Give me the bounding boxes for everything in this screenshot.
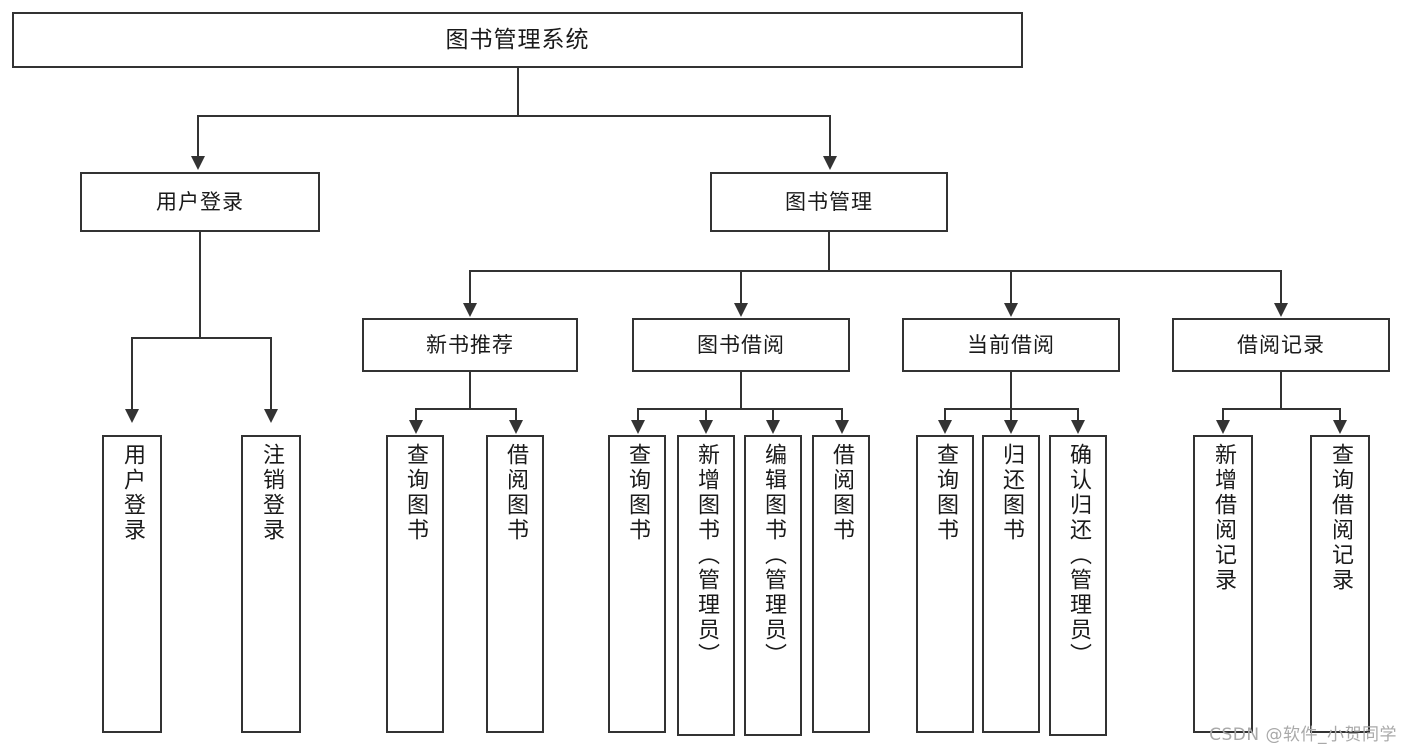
connector-userlogin-stem	[199, 232, 201, 337]
arrow-borrow-3	[835, 420, 849, 434]
arrow-level1-1	[823, 156, 837, 170]
arrow-level2-0	[463, 303, 477, 317]
leaf-label: 借阅图书	[828, 443, 854, 543]
leaf-label: 查询图书	[932, 443, 958, 543]
leaf-label: 查询借阅记录	[1327, 443, 1353, 593]
connector-current-drop-0	[944, 408, 946, 422]
leaf-label: 查询图书	[624, 443, 650, 543]
arrow-current-2	[1071, 420, 1085, 434]
leaf-current-return-book[interactable]: 归还图书	[982, 435, 1040, 733]
leaf-current-confirm-return-admin[interactable]: 确认归还（管理员）	[1049, 435, 1107, 736]
connector-level2-drop-0	[469, 270, 471, 304]
leaf-current-query-book[interactable]: 查询图书	[916, 435, 974, 733]
leaf-borrow-borrow-book[interactable]: 借阅图书	[812, 435, 870, 733]
node-root-system[interactable]: 图书管理系统	[12, 12, 1023, 68]
leaf-label: 借阅图书	[502, 443, 528, 543]
connector-bookmgmt-stem	[828, 232, 830, 270]
connector-recommend-bus	[415, 408, 516, 410]
arrow-record-0	[1216, 420, 1230, 434]
leaf-borrow-add-book-admin[interactable]: 新增图书（管理员）	[677, 435, 735, 736]
arrow-level2-2	[1004, 303, 1018, 317]
arrow-borrow-0	[631, 420, 645, 434]
node-book-management[interactable]: 图书管理	[710, 172, 948, 232]
connector-level1-drop-0	[197, 115, 199, 157]
arrow-current-0	[938, 420, 952, 434]
node-new-book-recommend[interactable]: 新书推荐	[362, 318, 578, 372]
leaf-user-login[interactable]: 用户登录	[102, 435, 162, 733]
connector-recommend-drop-0	[415, 408, 417, 422]
leaf-user-logout[interactable]: 注销登录	[241, 435, 301, 733]
leaf-label: 编辑图书（管理员）	[760, 443, 786, 668]
node-label: 用户登录	[156, 189, 244, 214]
connector-borrow-drop-3	[841, 408, 843, 422]
arrow-borrow-1	[699, 420, 713, 434]
leaf-borrow-edit-book-admin[interactable]: 编辑图书（管理员）	[744, 435, 802, 736]
leaf-label: 注销登录	[258, 443, 284, 543]
arrow-userlogin-0	[125, 409, 139, 423]
node-label: 当前借阅	[967, 332, 1055, 357]
connector-borrow-bus	[637, 408, 843, 410]
leaf-label: 确认归还（管理员）	[1065, 443, 1091, 668]
connector-borrow-stem	[740, 372, 742, 408]
arrow-level2-3	[1274, 303, 1288, 317]
node-label: 图书借阅	[697, 332, 785, 357]
node-label: 图书管理系统	[445, 26, 590, 53]
arrow-borrow-2	[766, 420, 780, 434]
connector-current-drop-2	[1077, 408, 1079, 422]
leaf-borrow-query-book[interactable]: 查询图书	[608, 435, 666, 733]
connector-level2-bus	[469, 270, 1280, 272]
connector-level1-bus	[197, 115, 831, 117]
arrow-userlogin-1	[264, 409, 278, 423]
leaf-label: 归还图书	[998, 443, 1024, 543]
leaf-label: 用户登录	[119, 443, 145, 543]
connector-userlogin-drop-1	[270, 337, 272, 410]
node-borrow-record[interactable]: 借阅记录	[1172, 318, 1390, 372]
leaf-label: 新增借阅记录	[1210, 443, 1236, 593]
connector-userlogin-bus	[131, 337, 271, 339]
connector-level2-drop-3	[1280, 270, 1282, 304]
connector-borrow-drop-0	[637, 408, 639, 422]
arrow-current-1	[1004, 420, 1018, 434]
connector-level2-drop-1	[740, 270, 742, 304]
leaf-recommend-query-book[interactable]: 查询图书	[386, 435, 444, 733]
connector-borrow-drop-1	[705, 408, 707, 422]
leaf-label: 新增图书（管理员）	[693, 443, 719, 668]
leaf-recommend-borrow-book[interactable]: 借阅图书	[486, 435, 544, 733]
connector-borrow-drop-2	[772, 408, 774, 422]
connector-recommend-drop-1	[515, 408, 517, 422]
connector-record-bus	[1222, 408, 1340, 410]
connector-record-drop-1	[1339, 408, 1341, 422]
leaf-record-query-record[interactable]: 查询借阅记录	[1310, 435, 1370, 733]
connector-level1-drop-1	[829, 115, 831, 157]
connector-record-drop-0	[1222, 408, 1224, 422]
node-book-borrow[interactable]: 图书借阅	[632, 318, 850, 372]
connector-userlogin-drop-0	[131, 337, 133, 410]
connector-current-drop-1	[1010, 408, 1012, 422]
node-label: 新书推荐	[426, 332, 514, 357]
csdn-watermark: CSDN @软件_小贺同学	[1209, 725, 1397, 745]
node-label: 借阅记录	[1237, 332, 1325, 357]
arrow-recommend-1	[509, 420, 523, 434]
arrow-recommend-0	[409, 420, 423, 434]
connector-record-stem	[1280, 372, 1282, 408]
connector-level2-drop-2	[1010, 270, 1012, 304]
connector-recommend-stem	[469, 372, 471, 408]
node-user-login[interactable]: 用户登录	[80, 172, 320, 232]
connector-current-stem	[1010, 372, 1012, 408]
node-current-borrow[interactable]: 当前借阅	[902, 318, 1120, 372]
leaf-label: 查询图书	[402, 443, 428, 543]
arrow-level2-1	[734, 303, 748, 317]
connector-root-stem	[517, 68, 519, 115]
leaf-record-add-record[interactable]: 新增借阅记录	[1193, 435, 1253, 733]
arrow-level1-0	[191, 156, 205, 170]
arrow-record-1	[1333, 420, 1347, 434]
node-label: 图书管理	[785, 189, 873, 214]
